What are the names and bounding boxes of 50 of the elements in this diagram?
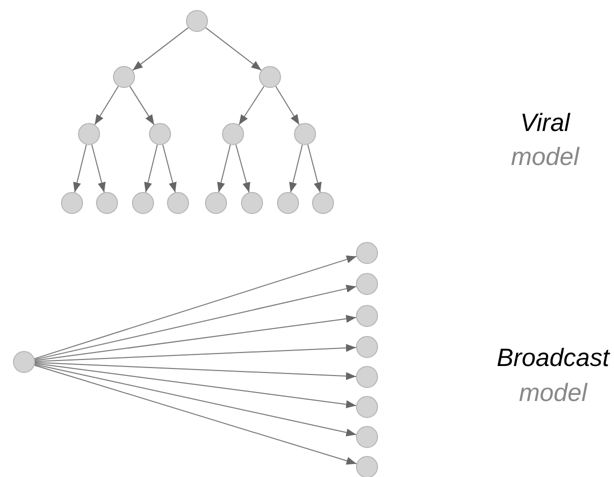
arrow [307,144,322,193]
node-circle [356,456,378,477]
node-circle [61,192,83,214]
node-circle [294,123,316,145]
node-circle [356,426,378,448]
arrow [34,344,356,362]
arrow [91,144,106,193]
node-circle [186,10,208,32]
node-circle [356,305,378,327]
arrow [34,314,357,362]
node-circle [259,66,281,88]
node-circle [356,273,378,295]
node-circle [356,242,378,264]
node-circle [78,123,100,145]
model-label: Broadcast [496,345,610,372]
node-circle [241,192,263,214]
node-circle [96,192,118,214]
node-circle [356,336,378,358]
node-circle [132,192,154,214]
model-label: Viral [520,110,570,138]
node-circle [167,192,189,214]
node-circle [149,123,171,145]
node-circle [13,351,35,373]
arrow [73,144,87,193]
node-circle [222,123,244,145]
node-circle [205,192,227,214]
model-label: model [510,144,580,172]
node-circle [113,66,135,88]
arrow [129,86,155,126]
node-circle [356,396,378,418]
arrow [34,362,357,408]
node-circle [356,366,378,388]
arrow [235,144,250,193]
arrow [217,144,231,193]
arrow [238,86,264,126]
arrow [34,284,357,360]
arrow [34,362,356,380]
arrow [289,144,303,193]
model-label: model [518,380,588,408]
arrow [34,364,357,436]
arrow [94,86,119,126]
node-circle [277,192,299,214]
arrow [34,364,357,465]
arrow [34,256,358,360]
arrow [144,144,158,193]
arrow [132,27,189,71]
node-circle [312,192,334,214]
arrow [162,144,177,193]
arrow [275,86,300,126]
arrow [205,27,262,71]
